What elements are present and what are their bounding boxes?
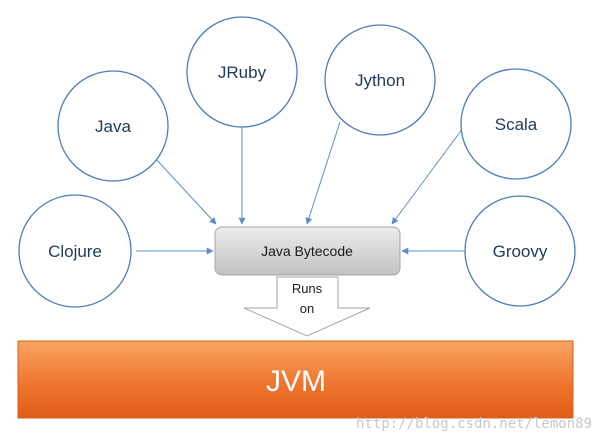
jvm-rect: [17, 340, 574, 419]
circle-clojure: [18, 194, 132, 308]
circle-jruby: [186, 16, 298, 128]
label-scala: Scala: [495, 115, 538, 134]
runs-on-arrow-shape: [243, 276, 371, 337]
arrow-jython: [305, 121, 341, 225]
arrow-scala: [391, 127, 464, 225]
node-groovy: Groovy: [464, 195, 576, 307]
watermark-text: http://blog.csdn.net/lemon89: [356, 416, 592, 432]
label-jython: Jython: [355, 71, 405, 90]
jvm-bar: JVM: [17, 340, 574, 419]
node-java: Java: [57, 70, 169, 182]
label-java: Java: [95, 117, 131, 136]
runs-on-line2: on: [300, 301, 314, 316]
arrow-java: [154, 157, 217, 225]
bytecode-box: Java Bytecode: [214, 226, 401, 276]
circle-scala: [460, 68, 572, 180]
node-jruby: JRuby: [186, 16, 298, 128]
runs-on-line1: Runs: [292, 281, 323, 296]
node-clojure: Clojure: [18, 194, 132, 308]
arrows: [136, 121, 466, 255]
label-jruby: JRuby: [218, 63, 267, 82]
node-jython: Jython: [324, 24, 436, 136]
node-scala: Scala: [460, 68, 572, 180]
runs-on-arrow: Runs on: [243, 276, 371, 337]
bytecode-rect: [214, 226, 401, 276]
jvm-label: JVM: [266, 365, 326, 398]
circle-java: [57, 70, 169, 182]
circle-groovy: [464, 195, 576, 307]
circle-jython: [324, 24, 436, 136]
label-clojure: Clojure: [48, 242, 102, 261]
bytecode-label: Java Bytecode: [261, 243, 353, 259]
label-groovy: Groovy: [493, 242, 548, 261]
